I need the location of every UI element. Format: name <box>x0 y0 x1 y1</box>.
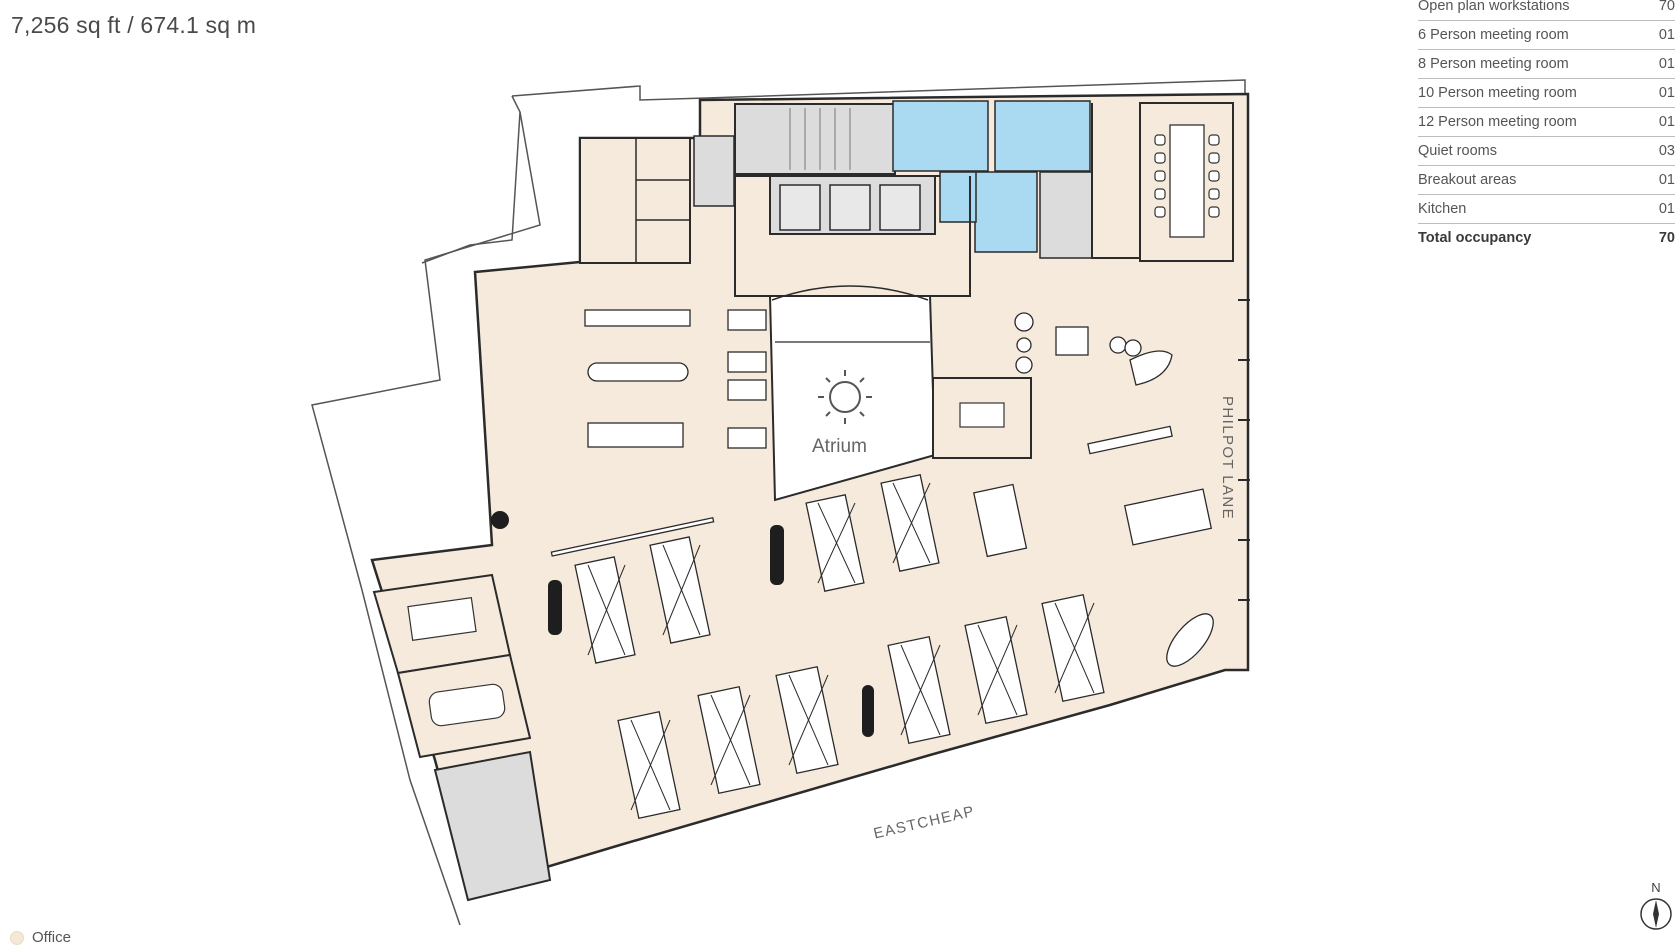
sun-icon <box>818 370 872 424</box>
schedule-row: Kitchen 01 <box>1418 195 1675 224</box>
wc-block-right <box>994 100 1091 172</box>
north-label: N <box>1651 880 1661 895</box>
schedule-row: 6 Person meeting room 01 <box>1418 21 1675 50</box>
north-compass: N <box>1638 880 1674 936</box>
schedule-label: 10 Person meeting room <box>1418 85 1577 101</box>
schedule-label: Quiet rooms <box>1418 143 1497 159</box>
schedule-row: Open plan workstations 70 <box>1418 0 1675 21</box>
schedule-total-label: Total occupancy <box>1418 230 1532 246</box>
schedule-row: Quiet rooms 03 <box>1418 137 1675 166</box>
schedule-label: Open plan workstations <box>1418 0 1570 14</box>
legend-office-swatch <box>10 930 24 945</box>
schedule-value: 01 <box>1658 85 1675 101</box>
legend-office-label: Office <box>32 929 71 946</box>
schedule-label: 8 Person meeting room <box>1418 56 1569 72</box>
quiet-rooms <box>579 137 691 264</box>
stair-core <box>734 103 896 175</box>
atrium-label: Atrium <box>812 436 867 457</box>
schedule-label: Breakout areas <box>1418 172 1517 188</box>
atrium-glazing <box>771 285 929 301</box>
schedule-total-row: Total occupancy 70 <box>1418 224 1675 252</box>
workstations <box>574 474 1213 820</box>
area-summary: 7,256 sq ft / 674.1 sq m <box>11 12 257 38</box>
planters <box>491 511 874 737</box>
street-label-philpot-lane: PHILPOT LANE <box>1219 396 1236 521</box>
schedule-label: 12 Person meeting room <box>1418 114 1577 130</box>
schedule-row: 8 Person meeting room 01 <box>1418 50 1675 79</box>
schedule-value: 01 <box>1658 27 1675 43</box>
schedule-row: 12 Person meeting room 01 <box>1418 108 1675 137</box>
schedule-value: 01 <box>1658 172 1675 188</box>
accommodation-schedule: Open plan workstations 70 6 Person meeti… <box>1418 0 1675 252</box>
compass-icon <box>1640 898 1672 930</box>
schedule-value: 70 <box>1658 0 1675 14</box>
schedule-label: Kitchen <box>1418 201 1467 217</box>
schedule-total-value: 70 <box>1658 230 1675 246</box>
schedule-label: 6 Person meeting room <box>1418 27 1569 43</box>
site-outline <box>311 79 1246 926</box>
schedule-row: 10 Person meeting room 01 <box>1418 79 1675 108</box>
breakout-furniture <box>550 309 1214 667</box>
schedule-value: 01 <box>1658 56 1675 72</box>
stair-south <box>433 750 552 902</box>
wc-accessible <box>974 171 1038 253</box>
lobby <box>734 175 971 297</box>
schedule-row: Breakout areas 01 <box>1418 166 1675 195</box>
wc-block-left <box>892 100 989 172</box>
schedule-value: 01 <box>1658 114 1675 130</box>
schedule-value: 03 <box>1658 143 1675 159</box>
schedule-value: 01 <box>1658 201 1675 217</box>
legend: Office <box>10 929 71 946</box>
riser <box>693 135 735 207</box>
